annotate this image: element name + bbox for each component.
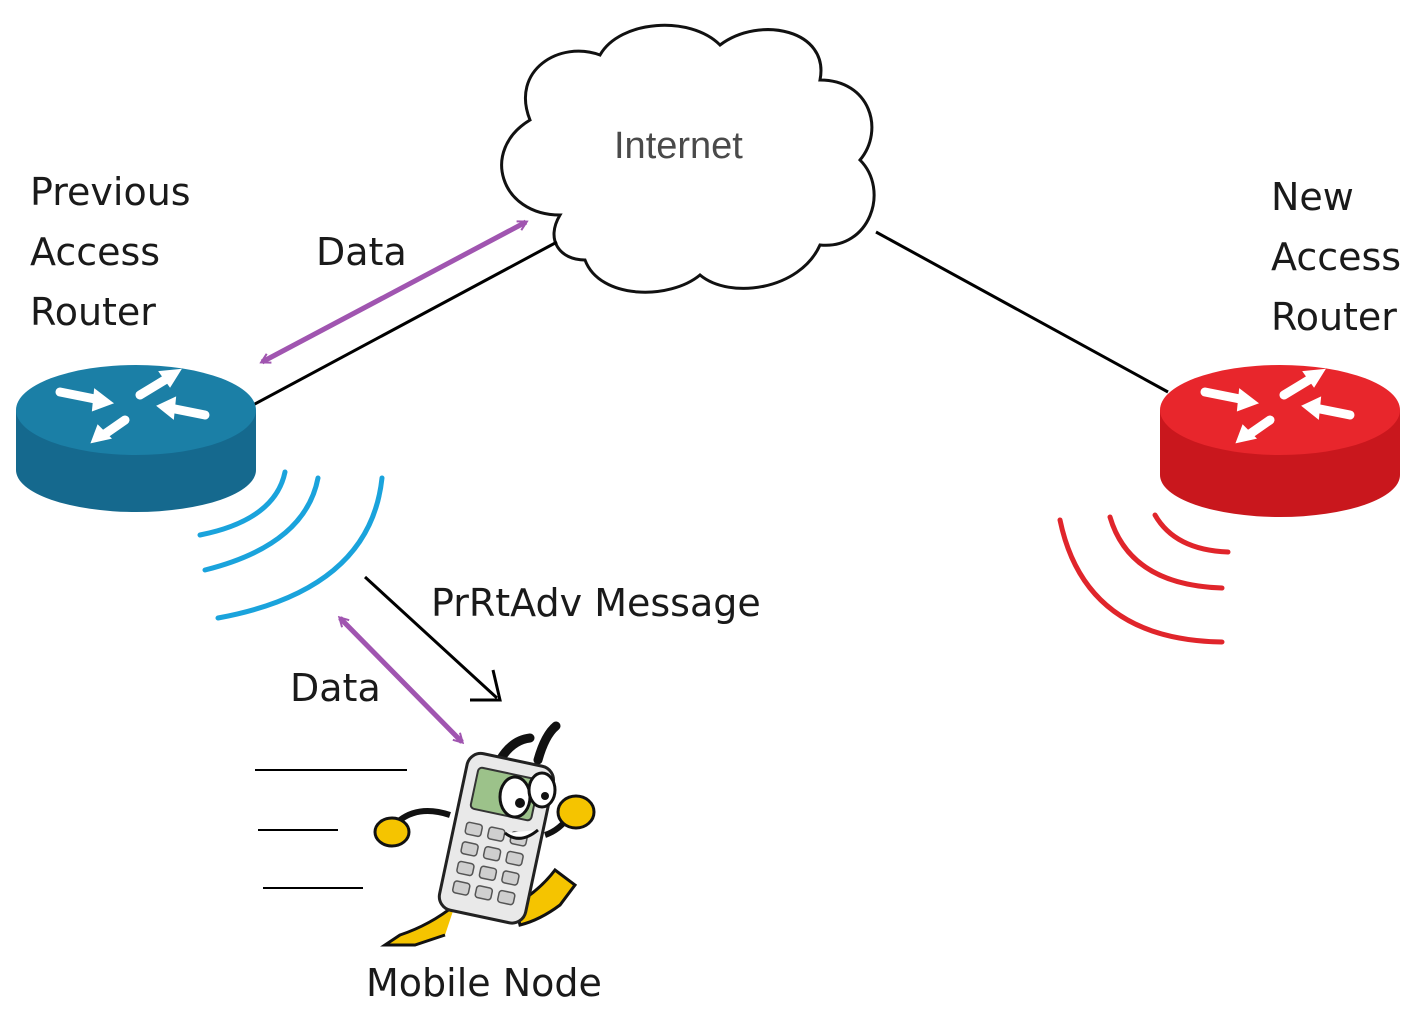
- new-router-signal: [1057, 512, 1231, 645]
- new-router-label-line: Access: [1271, 235, 1402, 279]
- prrtadv-label: PrRtAdv Message: [431, 581, 761, 625]
- data-arrow-upper: [262, 219, 526, 365]
- previous-router-label: Previous Access Router: [30, 162, 191, 342]
- new-router-icon: [1160, 365, 1400, 517]
- previous-router-label-line: Router: [30, 290, 156, 334]
- new-router-label: New Access Router: [1271, 167, 1401, 347]
- mobile-node-icon: [373, 721, 596, 947]
- motion-lines: [255, 769, 407, 889]
- mobile-node-label: Mobile Node: [366, 961, 602, 1005]
- new-router-label-line: Router: [1271, 295, 1397, 339]
- previous-router-icon: [16, 365, 256, 512]
- new-router-label-line: New: [1271, 175, 1354, 219]
- link-internet-new-router: [875, 230, 1169, 394]
- data-arrow-lower: [340, 618, 462, 742]
- previous-router-label-line: Previous: [30, 170, 191, 214]
- internet-label: Internet: [614, 125, 743, 167]
- internet-cloud: [500, 23, 876, 294]
- data-label-upper: Data: [316, 230, 407, 274]
- data-label-lower: Data: [290, 666, 381, 710]
- previous-router-signal: [197, 469, 385, 621]
- previous-router-label-line: Access: [30, 230, 161, 274]
